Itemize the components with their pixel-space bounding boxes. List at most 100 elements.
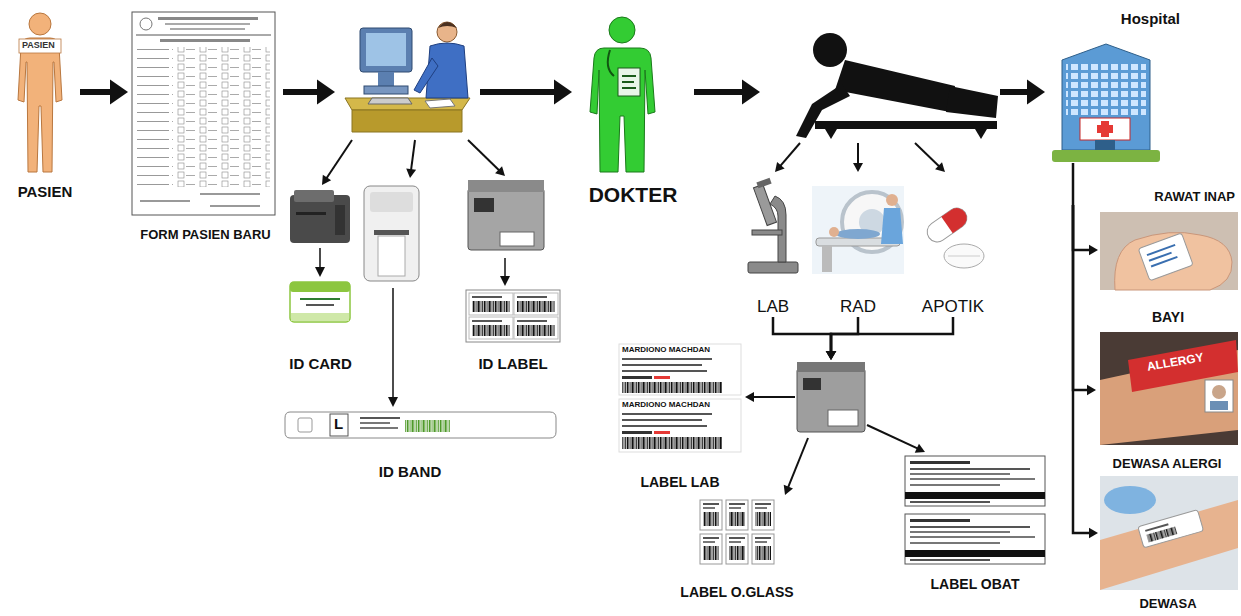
caption: ID LABEL: [478, 355, 547, 372]
flow-arrow: [915, 143, 945, 172]
wristband-printer: [364, 186, 419, 407]
ct-scanner: [829, 227, 839, 237]
microscope: [748, 178, 798, 273]
flow-arrow: [784, 438, 808, 495]
arrow-head: [1089, 528, 1098, 539]
form-sheet: [158, 17, 258, 20]
patient-figure: [18, 13, 62, 172]
lab-label: [622, 425, 707, 427]
registration-clerk: [345, 98, 470, 110]
label-printer: [803, 378, 821, 390]
arrow-head: [110, 79, 128, 104]
label-printer: [500, 232, 534, 246]
patient-figure: [18, 38, 62, 172]
caption: LABEL OBAT: [931, 576, 1020, 592]
flow-arrow: [773, 317, 836, 360]
object-glass-labels: [755, 541, 767, 543]
baby-wristband-photo: [1115, 232, 1232, 290]
medicine-labels: [910, 484, 1000, 486]
id-card: [290, 282, 350, 292]
id-band: [285, 412, 556, 438]
lab-label: [622, 358, 712, 360]
adult-wristband-photo: [1100, 476, 1238, 590]
arrow-line: [80, 89, 114, 95]
card-printer: [335, 205, 345, 235]
adult-wristband-photo: [1138, 510, 1204, 548]
doctor-figure: [608, 50, 614, 76]
wristband-printer: [374, 230, 409, 235]
doctor-figure: [590, 48, 655, 172]
arrow-head: [745, 392, 754, 402]
card-printer: [296, 212, 326, 215]
form-sheet: [210, 205, 260, 207]
doctor-node: DOKTER: [572, 12, 694, 207]
object-glass-labels: [703, 537, 719, 539]
flow-arrow: [1073, 205, 1098, 255]
arrow-head: [495, 166, 505, 176]
registration-clerk: [414, 58, 438, 93]
lab-label: [654, 431, 670, 434]
doctor-figure: [622, 87, 636, 89]
arrow-head: [317, 79, 335, 104]
medicine-labels: [910, 519, 970, 522]
id-band: [360, 422, 390, 424]
registration-clerk: [368, 98, 412, 104]
ct-scanner: [881, 208, 903, 244]
registration-clerk: [345, 22, 470, 132]
label-printer: [474, 198, 494, 212]
label-printer: [828, 410, 858, 426]
arrow-head: [1027, 79, 1045, 104]
patient-on-bed: [813, 33, 847, 67]
registration-node: [335, 12, 480, 140]
registration-clerk: [378, 72, 394, 86]
registration-clerk: [352, 110, 462, 132]
caption: LABEL O.GLASS: [680, 584, 793, 600]
id-card-node: ID CARD: [283, 185, 358, 372]
form-sheet: [172, 47, 270, 187]
flow-arrow: [406, 140, 416, 178]
caption: ID CARD: [289, 355, 352, 372]
object-glass-labels: [726, 500, 748, 530]
object-glass-labels: [703, 507, 715, 509]
arrow-line: [283, 89, 321, 95]
object-glass-labels: [700, 500, 722, 530]
object-glass-labels: [703, 546, 719, 560]
arrow-line: [752, 396, 795, 398]
object-glass-labels: [700, 500, 774, 564]
medicine-pills: [923, 204, 984, 268]
id-band: [298, 418, 312, 432]
label-name: MARDIONO MACHDAN: [622, 346, 710, 355]
registration-clerk: [437, 22, 457, 42]
microscope: [770, 196, 786, 262]
id-label-sheet: [466, 290, 560, 342]
hospital-building: [1080, 118, 1130, 140]
registration-clerk: [360, 28, 412, 72]
arrow-head: [826, 351, 837, 360]
arrow-head: [406, 168, 416, 178]
arrow-line: [915, 143, 940, 167]
lab-label: [619, 399, 741, 452]
hospital-building: [1072, 163, 1075, 205]
id-label-sheet: [472, 320, 502, 322]
doctor-figure: [590, 17, 655, 172]
object-glass-labels: [755, 507, 767, 509]
medicine-label-node: LABEL OBAT: [895, 452, 1055, 592]
registration-clerk: [366, 33, 406, 66]
id-band: [360, 417, 400, 419]
arrow-line: [1000, 89, 1031, 95]
form-sheet: [132, 12, 275, 215]
caption: DEWASA ALERGI: [1113, 457, 1222, 472]
flow-arrow: [745, 392, 795, 402]
medicine-labels: [910, 468, 1030, 470]
id-label-sheet: [517, 320, 547, 322]
medicine-labels: [910, 542, 1000, 544]
medicine-labels: [910, 559, 990, 561]
lab-label: [622, 419, 702, 421]
caption: ID BAND: [379, 463, 442, 480]
band-letter: L: [334, 416, 343, 433]
adult-wristband-photo: [1146, 526, 1177, 542]
label-printer-node: [795, 360, 867, 438]
object-glass-labels: [700, 534, 722, 564]
